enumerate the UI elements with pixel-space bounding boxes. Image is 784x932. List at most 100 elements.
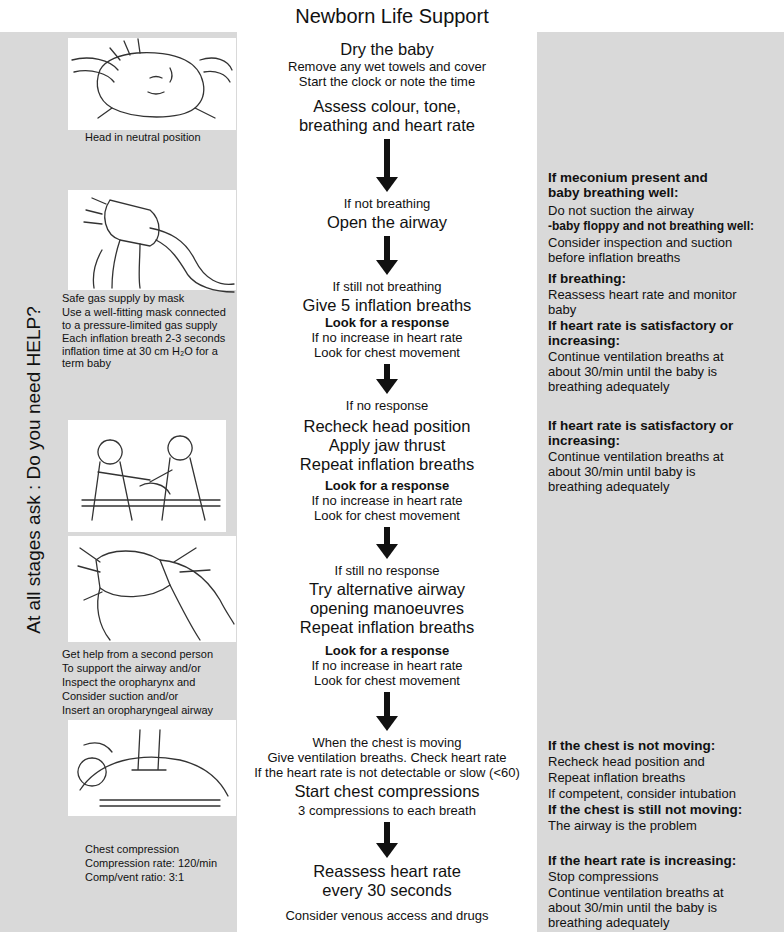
note-heading: -baby floppy and not breathing well: (548, 219, 768, 233)
flow-arrow (376, 692, 398, 731)
picture-panel (68, 38, 236, 130)
sketch-stroke (92, 440, 150, 520)
sketch-stroke (78, 548, 210, 600)
note-text: If competent, consider intubation (548, 786, 768, 801)
step-block: If not breathingOpen the airway (240, 196, 534, 232)
step-detail: If still no response (240, 563, 534, 578)
step-block: If still no responseTry alternative airw… (240, 563, 534, 688)
arrow-head (376, 716, 398, 731)
caption: Comp/vent ratio: 3:1 (85, 871, 235, 884)
arrow-shaft (384, 822, 390, 844)
caption: Chest compression (85, 843, 235, 856)
sketch-stroke (148, 68, 172, 94)
arrow-shaft (384, 692, 390, 717)
step-block: If no responseRecheck head positionApply… (240, 398, 534, 523)
flow-arrow (376, 527, 398, 559)
step-detail: If no response (240, 398, 534, 413)
sketch-stroke (78, 758, 106, 786)
picture-panel (68, 720, 236, 816)
note-text: Continue ventilation breaths at about 30… (548, 349, 753, 394)
sketch-stroke (98, 108, 215, 118)
sketch-stroke (112, 240, 140, 288)
caption: Insert an oropharyngeal airway (62, 704, 232, 717)
step-detail: Look for chest movement (240, 673, 534, 688)
caption: Consider suction and/or (62, 690, 232, 703)
step-action: Recheck head position (285, 417, 490, 436)
step-check: Look for a response (240, 478, 534, 493)
arrow-head (376, 379, 398, 394)
caption: Safe gas supply by mask (62, 292, 232, 305)
sketch-stroke (100, 800, 220, 806)
step-detail: Give ventilation breaths. Check heart ra… (240, 750, 534, 765)
step-detail: Consider venous access and drugs (240, 908, 534, 923)
step-detail: If the heart rate is not detectable or s… (240, 765, 534, 780)
flow-arrow (376, 822, 398, 858)
note-text: Stop compressions (548, 869, 768, 884)
side-band: If meconium present and baby breathing w… (537, 32, 784, 932)
caption: Head in neutral position (85, 131, 235, 144)
step-detail: If no increase in heart rate (240, 658, 534, 673)
note-heading: If heart rate is satisfactory or increas… (548, 318, 753, 348)
step-action: Repeat inflation breaths (285, 618, 490, 637)
sketch-stroke (82, 500, 220, 506)
caption: Use a well-fitting mask connected to a p… (62, 306, 232, 331)
note-text: Recheck head position and (548, 754, 768, 769)
step-action: Apply jaw thrust (285, 436, 490, 455)
arrow-head (376, 843, 398, 858)
step-block: Dry the babyRemove any wet towels and co… (240, 40, 534, 135)
note-text: The airway is the problem (548, 818, 768, 833)
sketch-stroke (93, 250, 102, 288)
note-text: Consider inspection and suction before i… (548, 235, 753, 265)
arrow-head (376, 260, 398, 275)
note-heading: If heart rate is satisfactory or increas… (548, 418, 753, 448)
note-text: Continue ventilation breaths at about 30… (548, 449, 753, 494)
sketch-stroke (84, 198, 106, 224)
step-action: Reassess heart rate every 30 seconds (302, 862, 472, 900)
arrow-head (376, 544, 398, 559)
note-text: Do not suction the airway (548, 203, 768, 218)
note-heading: If breathing: (548, 271, 768, 286)
diagram-title: Newborn Life Support (0, 4, 784, 28)
step-action: Start chest compressions (285, 782, 490, 801)
sketch-stroke (105, 200, 159, 246)
note-text: Continue ventilation breaths at about 30… (548, 885, 753, 930)
note-heading: If meconium present and baby breathing w… (548, 170, 738, 200)
note-heading: If the chest is not moving: (548, 738, 768, 753)
step-action: Try alternative airway opening manoeuvre… (285, 580, 490, 618)
arrow-shaft (384, 527, 390, 545)
step-detail: If no increase in heart rate (240, 330, 534, 345)
step-action: Assess colour, tone, breathing and heart… (285, 97, 490, 135)
caption: Inspect the oropharynx and (62, 676, 232, 689)
picture-panel (68, 536, 236, 642)
sketch-stroke (150, 228, 234, 284)
step-detail: If still not breathing (240, 279, 534, 294)
step-block: If still not breathingGive 5 inflation b… (240, 279, 534, 360)
step-detail: If not breathing (240, 196, 534, 211)
step-check: Look for a response (240, 315, 534, 330)
caption: Compression rate: 120/min (85, 857, 235, 870)
arrow-shaft (384, 139, 390, 178)
step-detail: Remove any wet towels and cover (240, 59, 534, 74)
step-action: Repeat inflation breaths (285, 455, 490, 474)
note-heading: If the heart rate is increasing: (548, 853, 768, 868)
step-detail: Look for chest movement (240, 508, 534, 523)
step-detail: If no increase in heart rate (240, 493, 534, 508)
side-band: At all stages ask : Do you need HELP? Hea… (0, 32, 237, 932)
picture-panel (68, 420, 226, 532)
step-detail: 3 compressions to each breath (240, 803, 534, 818)
sketch-stroke (72, 58, 232, 82)
vertical-note: At all stages ask : Do you need HELP? (23, 306, 45, 633)
step-detail: Look for chest movement (240, 345, 534, 360)
picture-panel (68, 190, 236, 290)
note-heading: If the chest is still not moving: (548, 802, 768, 817)
sketch-stroke (150, 436, 205, 520)
arrow-head (376, 177, 398, 192)
sketch-stroke (84, 743, 112, 752)
step-check: Look for a response (240, 643, 534, 658)
step-action: Dry the baby (285, 40, 490, 59)
sketch-stroke (97, 53, 203, 117)
caption: Get help from a second person (62, 648, 232, 661)
flow-arrow (376, 139, 398, 192)
step-block: When the chest is movingGive ventilation… (240, 735, 534, 818)
sketch-stroke (132, 730, 166, 770)
